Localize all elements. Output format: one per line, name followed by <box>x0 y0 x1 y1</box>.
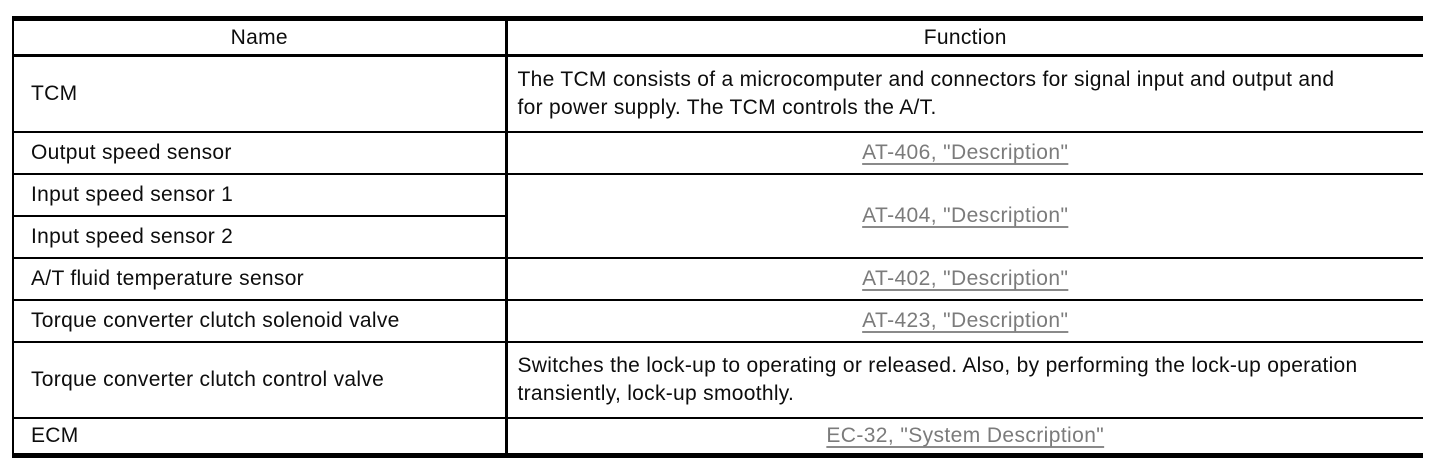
header-row: Name Function <box>13 18 1423 57</box>
table-row-input-speed-sensor-2: Input speed sensor 2 <box>13 215 1423 258</box>
reference-link-ec32[interactable]: EC-32, "System Description" <box>826 424 1105 447</box>
function-link-cell: EC-32, "System Description" <box>504 417 1423 456</box>
table-row-at-fluid-temperature-sensor: A/T fluid temperature sensor AT-402, "De… <box>13 257 1423 300</box>
table-row-tcm: TCM The TCM consists of a microcomputer … <box>13 54 1423 132</box>
reference-link-at423[interactable]: AT-423, "Description" <box>862 309 1069 332</box>
function-link-cell: AT-402, "Description" <box>504 257 1423 300</box>
component-function-table: Name Function TCM The TCM consists of a … <box>12 16 1423 458</box>
function-description: Switches the lock-up to operating or rel… <box>504 341 1423 418</box>
function-description: The TCM consists of a microcomputer and … <box>504 54 1423 132</box>
function-link-cell: AT-404, "Description" <box>504 173 1423 258</box>
function-link-cell: AT-423, "Description" <box>504 299 1423 342</box>
component-name: Output speed sensor <box>13 131 506 174</box>
table-row-output-speed-sensor: Output speed sensor AT-406, "Description… <box>13 131 1423 174</box>
table-row-ecm: ECM EC-32, "System Description" <box>13 417 1423 456</box>
component-name: Torque converter clutch solenoid valve <box>13 299 506 342</box>
table-row-input-speed-sensor-1: Input speed sensor 1 AT-404, "Descriptio… <box>13 173 1423 258</box>
component-name: TCM <box>13 54 506 132</box>
function-link-cell: AT-406, "Description" <box>504 131 1423 174</box>
reference-link-at406[interactable]: AT-406, "Description" <box>862 141 1069 164</box>
column-header-function: Function <box>504 18 1423 57</box>
reference-link-at404[interactable]: AT-404, "Description" <box>862 204 1069 227</box>
table-row-tcc-solenoid-valve: Torque converter clutch solenoid valve A… <box>13 299 1423 342</box>
component-name: A/T fluid temperature sensor <box>13 257 506 300</box>
component-name: ECM <box>13 417 506 456</box>
component-name: Input speed sensor 1 <box>13 173 506 216</box>
component-name: Torque converter clutch control valve <box>13 341 506 418</box>
component-name: Input speed sensor 2 <box>13 215 506 258</box>
reference-link-at402[interactable]: AT-402, "Description" <box>862 267 1069 290</box>
table-row-tcc-control-valve: Torque converter clutch control valve Sw… <box>13 341 1423 418</box>
column-header-name: Name <box>13 18 506 57</box>
